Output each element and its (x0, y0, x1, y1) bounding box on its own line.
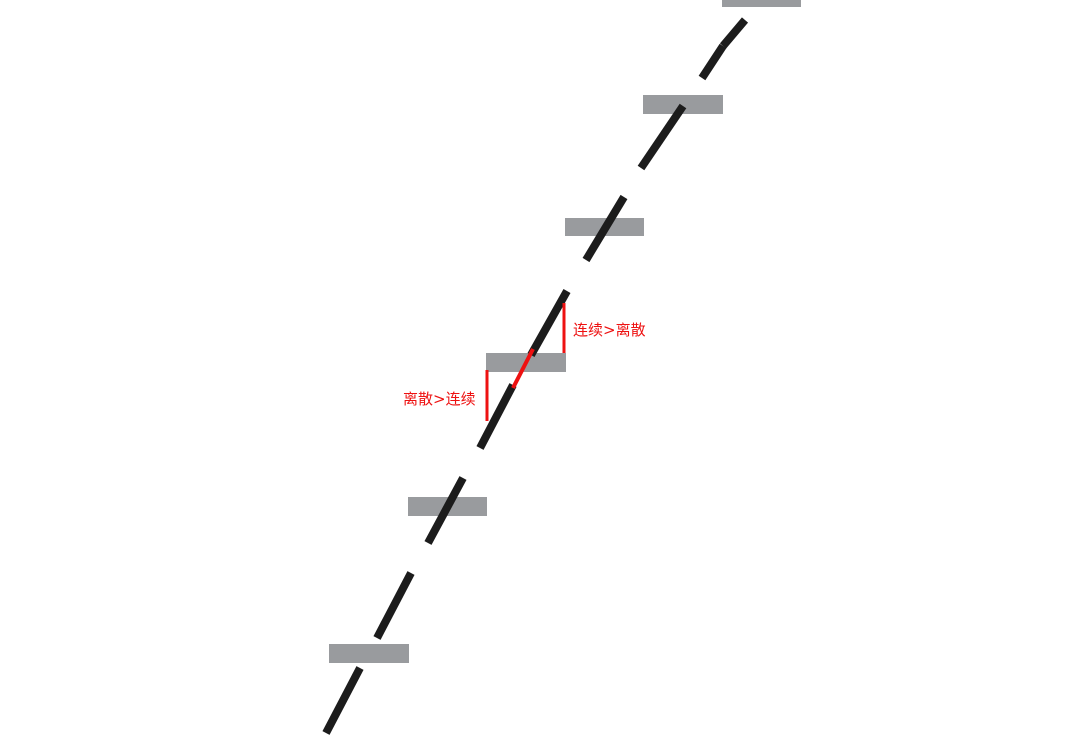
continuous-curve-segment (322, 666, 364, 735)
lower-annotation: 离散>连续 (403, 390, 476, 408)
difference-curve-segment (511, 348, 535, 389)
continuous-curve-segment (527, 289, 571, 357)
discrete-step-bar-6 (329, 644, 409, 663)
continuous-curve-segment (476, 383, 517, 450)
continuous-curve-segment (698, 43, 727, 81)
discrete-step-bar-2 (643, 95, 723, 114)
upper-annotation: 连续>离散 (573, 321, 646, 339)
continuous-curve-segment (582, 194, 628, 263)
discrete-step-bar-1 (722, 0, 801, 7)
continuous-curve-segment (719, 17, 749, 49)
continuous-curve-segment (424, 476, 467, 545)
continuous-curve-segment (637, 103, 687, 171)
continuous-curve-segment (373, 571, 415, 640)
